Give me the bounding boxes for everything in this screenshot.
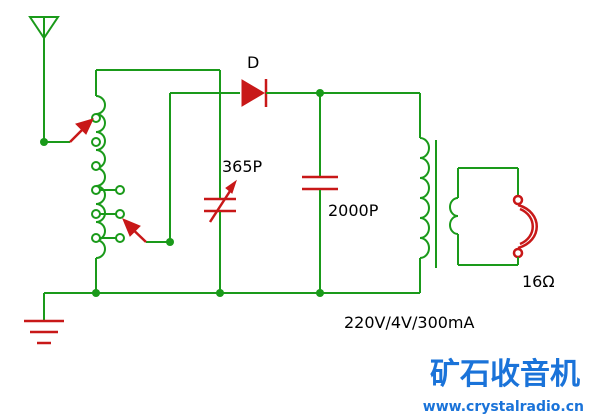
junction-node	[92, 289, 100, 297]
watermark-url: www.crystalradio.cn	[423, 399, 584, 415]
detector-selector-switch	[122, 218, 170, 243]
variable-capacitor-symbol	[204, 70, 237, 293]
watermark-title: 矿石收音机	[430, 357, 580, 392]
capacitor-symbol	[302, 93, 338, 293]
tapped-coil	[91, 69, 220, 293]
transformer-symbol	[419, 93, 518, 293]
earphone-symbol	[512, 168, 538, 265]
antenna-symbol	[28, 16, 60, 142]
diode-symbol	[241, 79, 268, 107]
ground-symbol	[24, 293, 64, 345]
antenna-selector-switch	[44, 118, 94, 143]
junction-node	[40, 138, 48, 146]
capacitor-label: 2000P	[328, 201, 379, 220]
variable-capacitor-label: 365P	[222, 157, 263, 176]
diode-label: D	[247, 53, 259, 72]
transformer-spec-label: 220V/4V/300mA	[344, 313, 475, 332]
earphone-impedance-label: 16Ω	[522, 272, 555, 291]
